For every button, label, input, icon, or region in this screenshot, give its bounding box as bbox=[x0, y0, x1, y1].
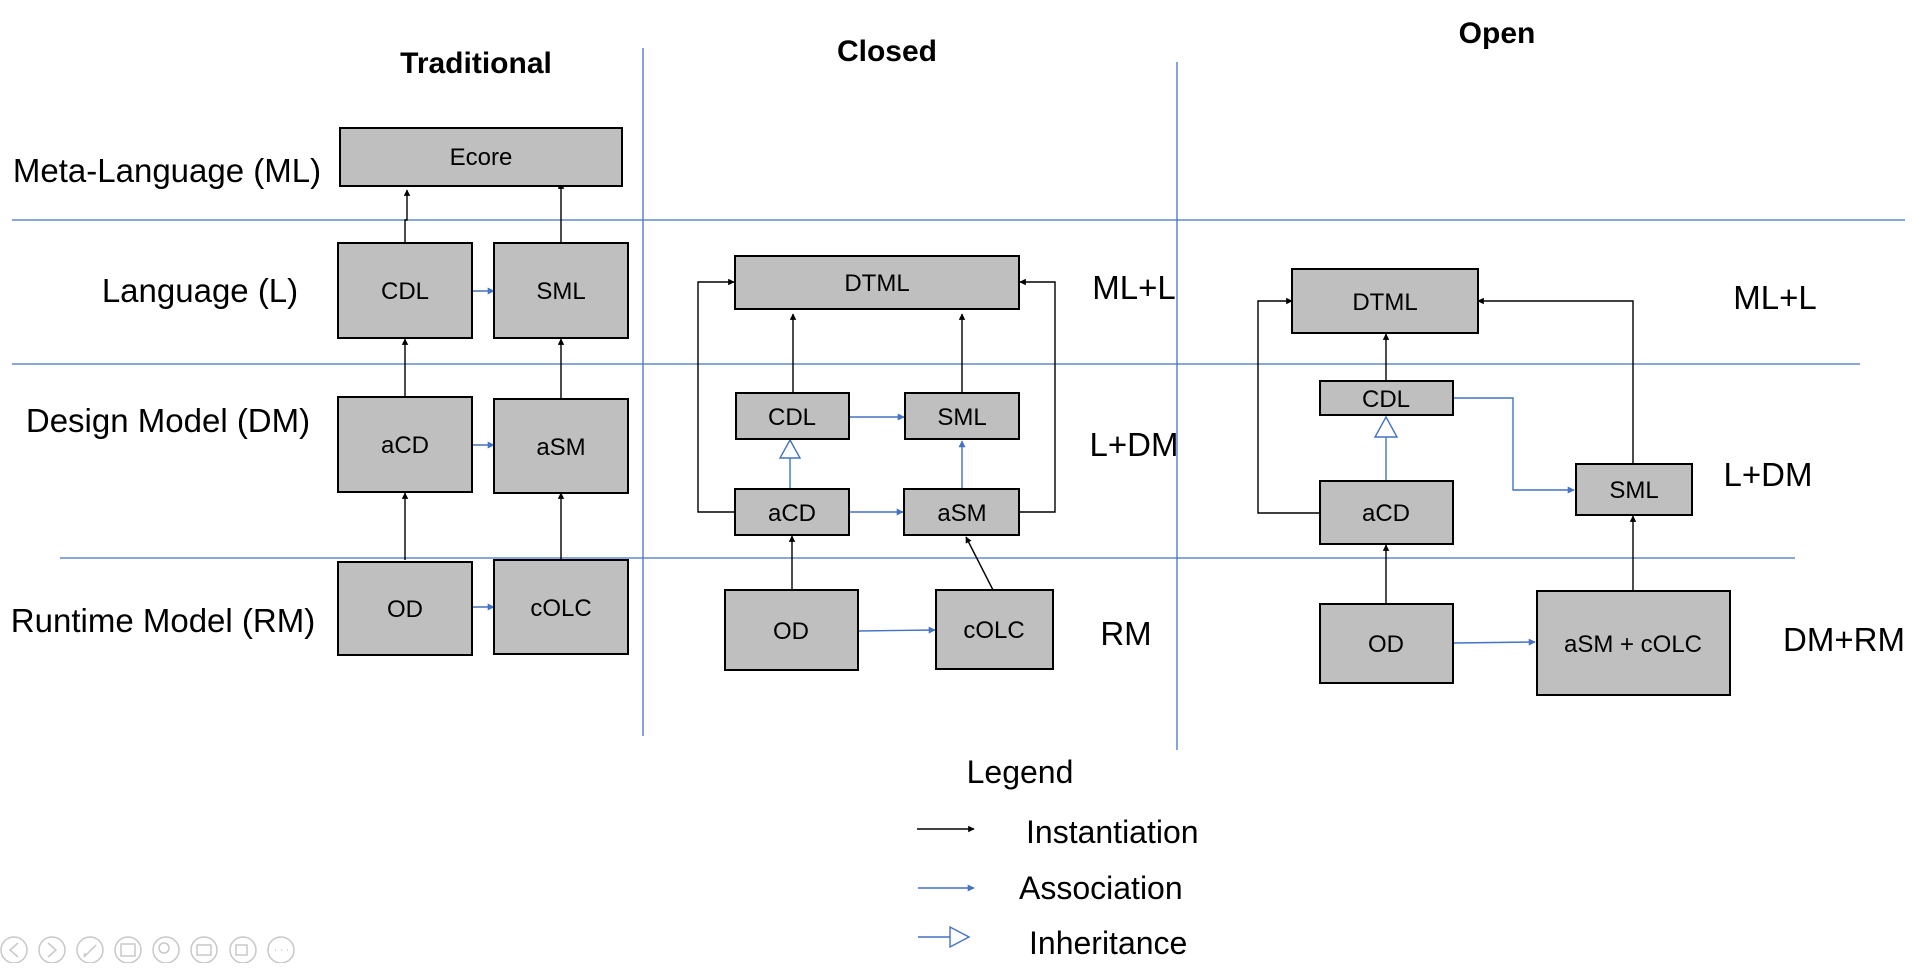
level-label-rm: RM bbox=[1100, 615, 1151, 652]
magnifier-icon bbox=[158, 942, 170, 954]
level-label-ml-l: ML+L bbox=[1733, 279, 1816, 316]
svg-text:DTML: DTML bbox=[1352, 289, 1417, 316]
box-od: OD bbox=[724, 589, 859, 671]
row-label-meta-language: Meta-Language (ML) bbox=[13, 152, 321, 189]
pen-tool-button[interactable] bbox=[76, 936, 104, 964]
inheritance-arrow-icon bbox=[1373, 415, 1399, 438]
box-acd: aCD bbox=[1319, 480, 1454, 545]
svg-text:cOLC: cOLC bbox=[963, 617, 1024, 644]
see-all-slides-button[interactable] bbox=[114, 936, 142, 964]
box-cdl: CDL bbox=[735, 392, 850, 440]
subtitles-button[interactable] bbox=[190, 936, 218, 964]
svg-text:CDL: CDL bbox=[1362, 386, 1410, 413]
column-header-traditional: Traditional bbox=[400, 47, 552, 80]
svg-text:OD: OD bbox=[773, 618, 809, 645]
box-dtml: DTML bbox=[1291, 268, 1479, 334]
association-arrow bbox=[857, 626, 936, 634]
svg-text:aCD: aCD bbox=[381, 432, 429, 459]
legend-inheritance-label: Inheritance bbox=[1029, 925, 1187, 961]
row-label-language: Language (L) bbox=[102, 272, 298, 309]
svg-text:SML: SML bbox=[937, 404, 986, 431]
instantiation-arrow bbox=[1257, 297, 1320, 514]
svg-text:OD: OD bbox=[387, 596, 423, 623]
box-dtml: DTML bbox=[734, 255, 1020, 310]
grid-lines bbox=[12, 48, 1905, 750]
box-colc: cOLC bbox=[493, 559, 629, 655]
box-sml: SML bbox=[1575, 463, 1693, 516]
svg-text:aSM: aSM bbox=[536, 434, 585, 461]
subtitles-icon bbox=[196, 944, 212, 956]
legend-association-label: Association bbox=[1019, 870, 1183, 906]
column-header-open: Open bbox=[1459, 17, 1536, 50]
camera-off-icon bbox=[235, 944, 248, 956]
instantiation-arrow bbox=[403, 189, 411, 243]
svg-text:CDL: CDL bbox=[381, 278, 429, 305]
box-sml: SML bbox=[493, 242, 629, 339]
more-options-button[interactable] bbox=[267, 936, 295, 964]
svg-text:aSM: aSM bbox=[937, 500, 986, 527]
box-cdl: CDL bbox=[337, 242, 473, 339]
previous-slide-button[interactable] bbox=[0, 936, 28, 964]
instantiation-arrow bbox=[965, 536, 994, 591]
box-od: OD bbox=[1319, 603, 1454, 684]
traditional-column: Ecore CDL SML aCD aSM OD cOLC bbox=[337, 127, 629, 656]
box-asm: aSM bbox=[493, 398, 629, 494]
slides-grid-icon bbox=[120, 943, 136, 957]
box-sml: SML bbox=[904, 392, 1020, 440]
legend: Legend Instantiation Association Inherit… bbox=[917, 754, 1199, 961]
association-arrow bbox=[1453, 397, 1575, 494]
association-arrow bbox=[1452, 638, 1536, 646]
svg-text:aSM + cOLC: aSM + cOLC bbox=[1564, 631, 1702, 658]
instantiation-arrow bbox=[1019, 278, 1056, 513]
box-ecore: Ecore bbox=[339, 127, 623, 187]
svg-text:aCD: aCD bbox=[768, 500, 816, 527]
svg-text:SML: SML bbox=[1609, 477, 1658, 504]
level-label-l-dm: L+DM bbox=[1724, 456, 1813, 493]
column-header-closed: Closed bbox=[837, 35, 937, 68]
open-column: DTML CDL aCD SML OD aSM + cOLC ML+L L+DM… bbox=[1257, 268, 1905, 696]
box-asm-colc: aSM + cOLC bbox=[1536, 590, 1731, 696]
svg-text:aCD: aCD bbox=[1362, 500, 1410, 527]
inheritance-arrow-icon bbox=[778, 438, 802, 459]
legend-instantiation-label: Instantiation bbox=[1026, 814, 1199, 850]
level-label-dm-rm: DM+RM bbox=[1783, 621, 1905, 658]
legend-inheritance-arrow-icon bbox=[949, 925, 971, 949]
camera-toggle-button[interactable] bbox=[229, 936, 257, 964]
arrow-right-icon bbox=[47, 942, 58, 958]
svg-text:OD: OD bbox=[1368, 631, 1404, 658]
legend-title: Legend bbox=[967, 754, 1074, 790]
svg-text:SML: SML bbox=[536, 278, 585, 305]
box-acd: aCD bbox=[337, 396, 473, 493]
svg-text:DTML: DTML bbox=[844, 270, 909, 297]
instantiation-arrow bbox=[697, 278, 735, 513]
level-label-l-dm: L+DM bbox=[1090, 426, 1179, 463]
arrow-left-icon bbox=[8, 942, 19, 958]
level-label-ml-l: ML+L bbox=[1092, 269, 1175, 306]
box-od: OD bbox=[337, 561, 473, 656]
closed-column: DTML CDL SML aCD aSM OD cOLC ML+L L+DM bbox=[697, 255, 1179, 671]
svg-text:CDL: CDL bbox=[768, 404, 816, 431]
svg-text:Ecore: Ecore bbox=[450, 144, 513, 171]
row-label-runtime-model: Runtime Model (RM) bbox=[11, 602, 315, 639]
row-label-design-model: Design Model (DM) bbox=[26, 402, 310, 439]
box-acd: aCD bbox=[734, 488, 850, 536]
pen-icon bbox=[83, 944, 97, 958]
box-cdl: CDL bbox=[1319, 380, 1454, 416]
box-colc: cOLC bbox=[935, 589, 1054, 670]
next-slide-button[interactable] bbox=[38, 936, 66, 964]
box-asm: aSM bbox=[903, 488, 1020, 536]
slideshow-toolbar bbox=[0, 936, 295, 964]
svg-text:cOLC: cOLC bbox=[530, 595, 591, 622]
instantiation-arrow bbox=[1477, 297, 1634, 463]
zoom-button[interactable] bbox=[152, 936, 180, 964]
